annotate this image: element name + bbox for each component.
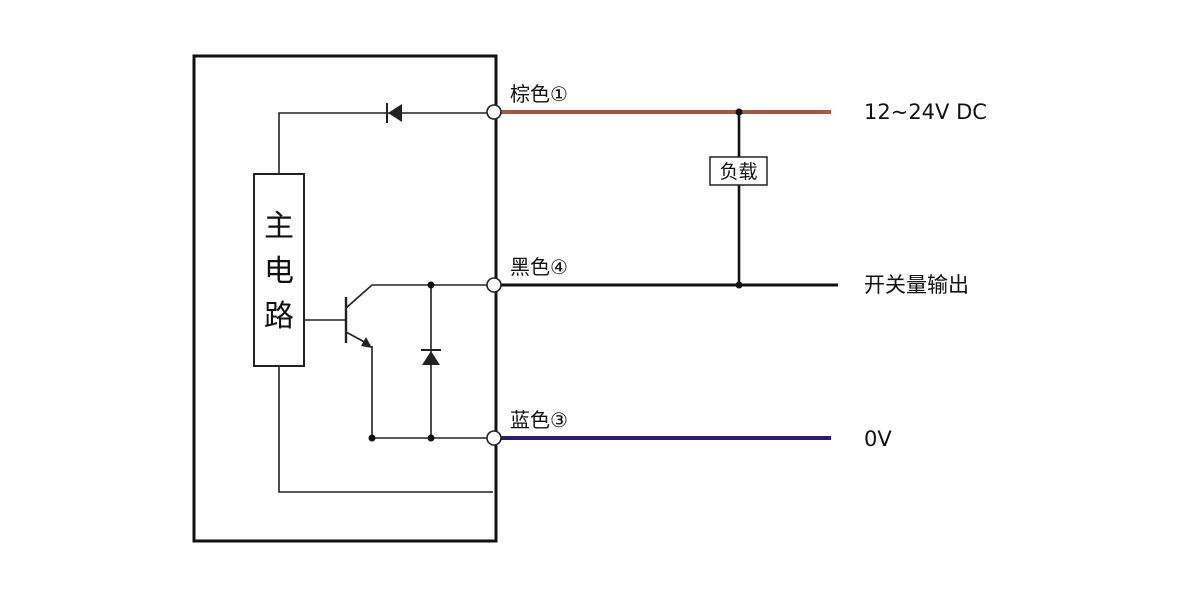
supply-line [278,112,493,174]
brown-wire-label: 棕色① [510,82,568,106]
junction-dot [735,281,743,289]
switch-output-label: 开关量输出 [864,273,969,297]
junction-dot [427,434,435,442]
terminal-black [486,277,502,293]
blue-wire-label: 蓝色③ [510,408,568,432]
junction-dot [368,434,376,442]
main-circuit-char-3: 路 [264,299,294,334]
npn-transistor-icon [304,284,373,348]
return-line [278,366,493,493]
reverse-protection-diode-icon [386,103,402,123]
supply-voltage-label: 12~24V DC [864,100,987,124]
junction-dot [427,281,435,289]
clamp-diode-icon [421,349,441,365]
terminal-blue [486,430,502,446]
main-circuit-char-2: 电 [264,254,294,289]
load-label: 负载 [719,161,757,183]
zero-volt-label: 0V [864,427,892,451]
black-wire-label: 黑色④ [510,255,568,279]
junction-dot [735,108,743,116]
main-circuit-char-1: 主 [264,209,294,244]
sensor-housing [192,54,498,543]
load-box [709,156,768,186]
terminal-brown [486,104,502,120]
